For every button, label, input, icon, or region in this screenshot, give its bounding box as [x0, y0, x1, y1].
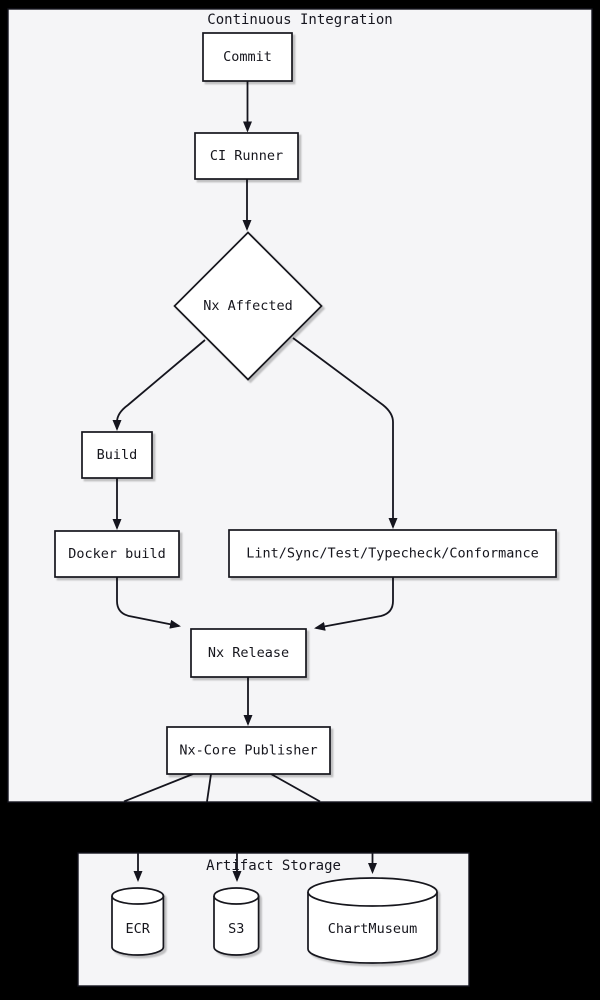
node-nx-release: Nx Release	[190, 628, 307, 678]
node-s3-cylinder-top	[213, 887, 260, 905]
node-chartmuseum-cylinder-body	[307, 892, 438, 964]
node-lint-label: Lint/Sync/Test/Typecheck/Conformance	[246, 546, 539, 562]
node-ci-runner-label: CI Runner	[210, 148, 283, 164]
ci-container-title: Continuous Integration	[207, 12, 392, 28]
node-build-box	[81, 431, 153, 479]
node-nx-core-publisher-label: Nx-Core Publisher	[179, 743, 317, 759]
node-nx-affected: Nx Affected	[173, 231, 323, 381]
node-ecr-cylinder-top	[111, 887, 165, 905]
edge-publisher-to-chartmuseum-upper	[270, 773, 321, 803]
node-chartmuseum: ChartMuseum	[307, 877, 438, 964]
node-ecr-label: ECR	[126, 921, 151, 937]
edge-lint-to-nx-release	[314, 577, 394, 631]
node-s3-label: S3	[228, 921, 244, 937]
edge-docker-build-to-nx-release	[116, 577, 181, 629]
node-commit-box	[202, 32, 293, 82]
node-commit: Commit	[202, 32, 293, 82]
edge-publisher-to-s3-upper	[206, 773, 212, 802]
node-ecr: ECR	[111, 887, 165, 956]
ci-container-box	[7, 8, 593, 803]
node-commit-label: Commit	[223, 49, 272, 65]
node-build: Build	[81, 431, 153, 479]
node-docker-build: Docker build	[54, 530, 180, 578]
node-build-label: Build	[97, 447, 138, 463]
node-nx-release-box	[190, 628, 307, 678]
ci-container: Continuous Integration	[7, 8, 593, 803]
node-nx-affected-diamond	[173, 231, 323, 381]
edges	[112, 81, 398, 882]
node-lint-box	[228, 529, 557, 578]
node-ci-runner: CI Runner	[194, 132, 299, 180]
edge-nx-affected-to-lint	[292, 337, 398, 529]
node-chartmuseum-label: ChartMuseum	[328, 921, 417, 937]
artifact-container-title: Artifact Storage	[206, 858, 341, 874]
node-s3: S3	[213, 887, 260, 956]
node-nx-release-label: Nx Release	[208, 645, 289, 661]
edge-publisher-to-ecr-upper	[123, 773, 194, 803]
edge-nx-affected-to-build	[112, 339, 206, 431]
node-lint: Lint/Sync/Test/Typecheck/Conformance	[228, 529, 557, 578]
node-docker-build-box	[54, 530, 180, 578]
node-nx-affected-label: Nx Affected	[203, 298, 292, 314]
node-chartmuseum-cylinder-top	[307, 877, 438, 907]
node-docker-build-label: Docker build	[68, 546, 166, 562]
node-ecr-cylinder-body	[111, 896, 165, 956]
node-s3-cylinder-body	[213, 896, 260, 956]
node-nx-core-publisher-box	[166, 726, 331, 775]
node-nx-core-publisher: Nx-Core Publisher	[166, 726, 331, 775]
node-ci-runner-box	[194, 132, 299, 180]
